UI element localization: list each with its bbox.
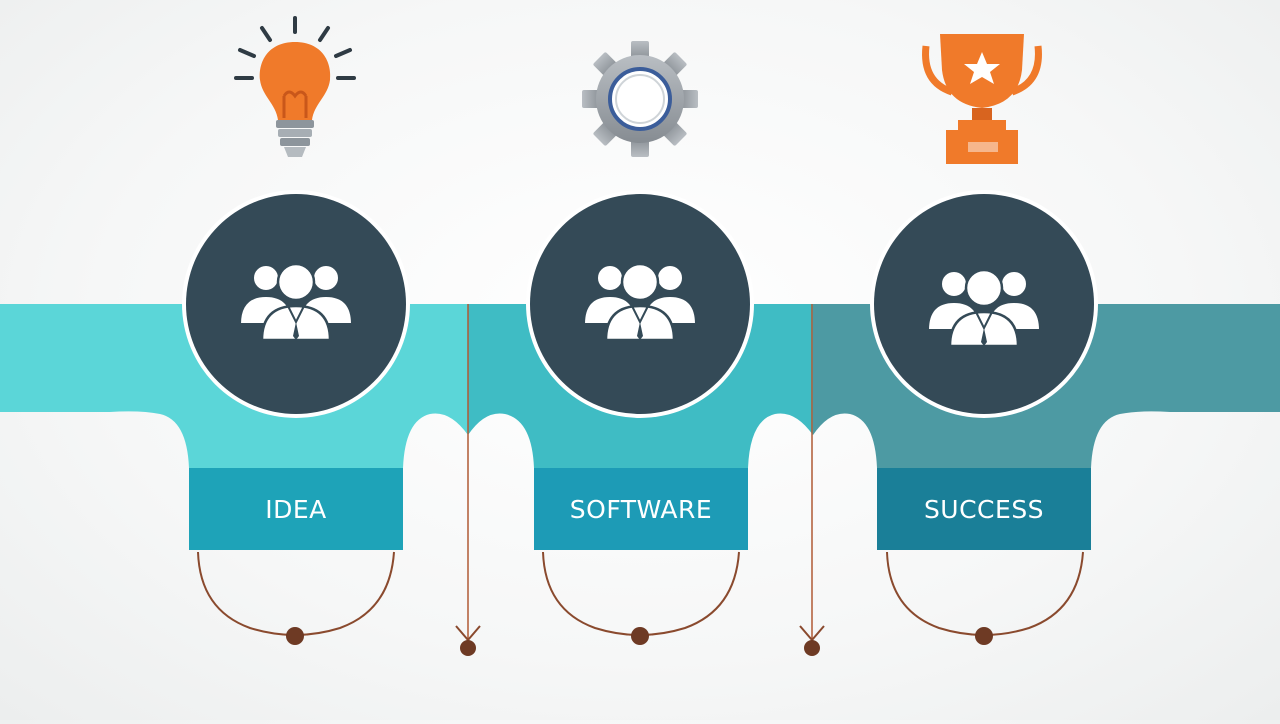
- trophy-icon: [922, 34, 1042, 164]
- label-box-2: [534, 468, 748, 550]
- connector-dot-2: [631, 627, 649, 645]
- connector-arc-3: [886, 551, 1084, 636]
- step-label-software: SOFTWARE: [569, 494, 713, 524]
- label-box-3: [877, 468, 1091, 550]
- divider-dot-2: [804, 640, 820, 656]
- connector-arc-1: [197, 551, 395, 636]
- gear-icon: [582, 41, 698, 157]
- label-box-1: [189, 468, 403, 550]
- step-label-success: SUCCESS: [923, 494, 1045, 524]
- step-circle-1: [182, 190, 410, 418]
- divider-dot-1: [460, 640, 476, 656]
- connector-arc-2: [542, 551, 740, 636]
- step-circle-3: [870, 190, 1098, 418]
- step-circle-2: [526, 190, 754, 418]
- lightbulb-icon: [234, 16, 356, 157]
- connector-dot-1: [286, 627, 304, 645]
- connector-dot-3: [975, 627, 993, 645]
- step-label-idea: IDEA: [265, 494, 327, 524]
